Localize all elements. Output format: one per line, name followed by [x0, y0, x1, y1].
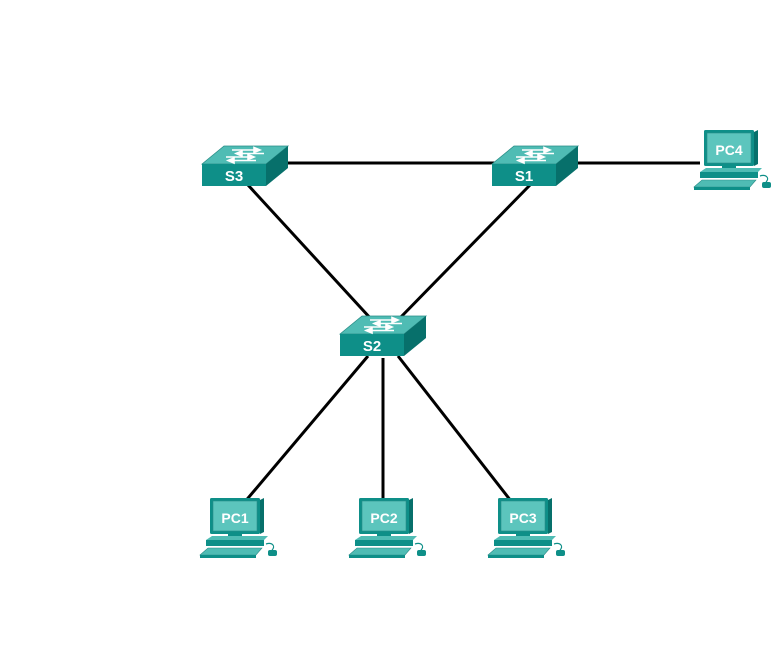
- link-s2-pc1: [238, 356, 368, 510]
- pc2-label: PC2: [370, 510, 397, 526]
- switch-s1-label: S1: [515, 168, 533, 185]
- link-s3-s2: [248, 185, 372, 320]
- link-s1-s2: [398, 185, 530, 320]
- link-s2-pc3: [398, 356, 518, 510]
- pc-pc2[interactable]: PC2: [349, 498, 426, 558]
- switch-s1[interactable]: S1: [492, 146, 578, 186]
- switch-s3-label: S3: [225, 168, 243, 185]
- links: [238, 163, 700, 510]
- switch-s2-label: S2: [363, 338, 381, 355]
- switch-s2[interactable]: S2: [340, 316, 426, 356]
- pc-pc4[interactable]: PC4: [694, 130, 771, 190]
- pc-pc1[interactable]: PC1: [200, 498, 277, 558]
- pc-pc3[interactable]: PC3: [488, 498, 565, 558]
- pc3-label: PC3: [509, 510, 536, 526]
- pc4-label: PC4: [715, 142, 742, 158]
- switch-s3[interactable]: S3: [202, 146, 288, 186]
- pc1-label: PC1: [221, 510, 248, 526]
